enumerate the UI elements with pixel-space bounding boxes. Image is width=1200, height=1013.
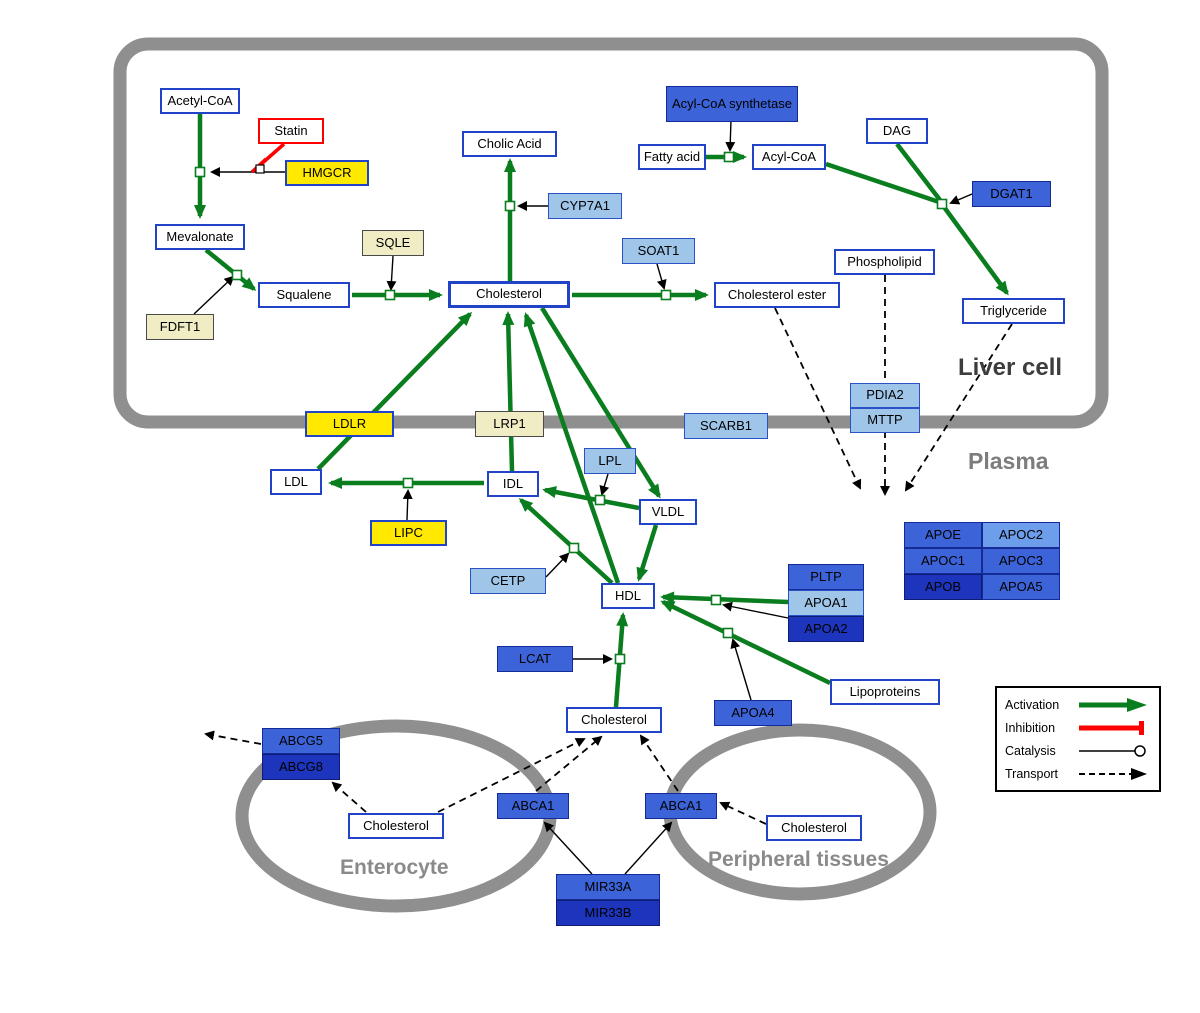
node-vldl[interactable]: VLDL [639, 499, 697, 525]
node-ldl[interactable]: LDL [270, 469, 322, 495]
region-label-plasma: Plasma [968, 448, 1049, 474]
node-cholesterol-plasma[interactable]: Cholesterol [566, 707, 662, 733]
node-lipoproteins[interactable]: Lipoproteins [830, 679, 940, 705]
node-hmgcr[interactable]: HMGCR [285, 160, 369, 186]
legend-row-activation: Activation [1005, 697, 1151, 713]
node-hdl[interactable]: HDL [601, 583, 655, 609]
legend-row-transport: Transport [1005, 766, 1151, 782]
node-apoc3[interactable]: APOC3 [982, 548, 1060, 574]
node-dgat1[interactable]: DGAT1 [972, 181, 1051, 207]
node-cholic-acid[interactable]: Cholic Acid [462, 131, 557, 157]
transport-arrow-symbol [1079, 767, 1147, 780]
node-lipc[interactable]: LIPC [370, 520, 447, 546]
node-apoa2[interactable]: APOA2 [788, 616, 864, 642]
node-idl[interactable]: IDL [487, 471, 539, 497]
node-lcat[interactable]: LCAT [497, 646, 573, 672]
node-mir33a[interactable]: MIR33A [556, 874, 660, 900]
node-acyl-coa[interactable]: Acyl-CoA [752, 144, 826, 170]
node-lrp1[interactable]: LRP1 [475, 411, 544, 437]
node-abcg8[interactable]: ABCG8 [262, 754, 340, 780]
node-fdft1[interactable]: FDFT1 [146, 314, 214, 340]
node-apoa4[interactable]: APOA4 [714, 700, 792, 726]
node-squalene[interactable]: Squalene [258, 282, 350, 308]
node-apob[interactable]: APOB [904, 574, 982, 600]
node-apoe[interactable]: APOE [904, 522, 982, 548]
node-soat1[interactable]: SOAT1 [622, 238, 695, 264]
node-sqle[interactable]: SQLE [362, 230, 424, 256]
node-abcg5[interactable]: ABCG5 [262, 728, 340, 754]
node-cholesterol-enterocyte[interactable]: Cholesterol [348, 813, 444, 839]
catalysis-circle-symbol [1079, 744, 1146, 757]
node-cholesterol-liver[interactable]: Cholesterol [448, 281, 570, 308]
node-cholesterol-peripheral[interactable]: Cholesterol [766, 815, 862, 841]
node-statin[interactable]: Statin [258, 118, 324, 144]
legend-inhibition-label: Inhibition [1005, 720, 1056, 735]
node-cholesterol-ester[interactable]: Cholesterol ester [714, 282, 840, 308]
catalysis-edges [193, 119, 973, 875]
node-lpl[interactable]: LPL [584, 448, 636, 474]
node-ldlr[interactable]: LDLR [305, 411, 394, 437]
node-apoc1[interactable]: APOC1 [904, 548, 982, 574]
node-phospholipid[interactable]: Phospholipid [834, 249, 935, 275]
node-mttp[interactable]: MTTP [850, 408, 920, 433]
node-mir33b[interactable]: MIR33B [556, 900, 660, 926]
node-abca1-right[interactable]: ABCA1 [645, 793, 717, 819]
node-triglyceride[interactable]: Triglyceride [962, 298, 1065, 324]
node-scarb1[interactable]: SCARB1 [684, 413, 768, 439]
legend: Activation Inhibition Catalysis Transpor… [995, 686, 1161, 792]
node-acyl-coa-synthetase[interactable]: Acyl-CoA synthetase [666, 86, 798, 122]
legend-transport-label: Transport [1005, 766, 1059, 781]
node-apoc2[interactable]: APOC2 [982, 522, 1060, 548]
legend-row-inhibition: Inhibition [1005, 720, 1151, 736]
liver-cell-membrane [113, 37, 1109, 429]
node-dag[interactable]: DAG [866, 118, 928, 144]
node-acetyl-coa[interactable]: Acetyl-CoA [160, 88, 240, 114]
activation-arrow-symbol [1079, 697, 1147, 712]
legend-activation-label: Activation [1005, 697, 1060, 712]
region-label-enterocyte: Enterocyte [340, 856, 449, 879]
reaction-nodes [194, 151, 948, 665]
legend-row-catalysis: Catalysis [1005, 743, 1151, 759]
node-cyp7a1[interactable]: CYP7A1 [548, 193, 622, 219]
inhibition-bar-symbol [1079, 720, 1144, 735]
node-abca1-left[interactable]: ABCA1 [497, 793, 569, 819]
node-pltp[interactable]: PLTP [788, 564, 864, 590]
node-cetp[interactable]: CETP [470, 568, 546, 594]
legend-catalysis-label: Catalysis [1005, 743, 1056, 758]
node-mevalonate[interactable]: Mevalonate [155, 224, 245, 250]
region-label-liver-cell: Liver cell [958, 354, 1063, 381]
node-apoa5[interactable]: APOA5 [982, 574, 1060, 600]
region-label-peripheral-tissues: Peripheral tissues [708, 848, 889, 871]
node-apoa1[interactable]: APOA1 [788, 590, 864, 616]
node-fatty-acid[interactable]: Fatty acid [638, 144, 706, 170]
node-pdia2[interactable]: PDIA2 [850, 383, 920, 408]
